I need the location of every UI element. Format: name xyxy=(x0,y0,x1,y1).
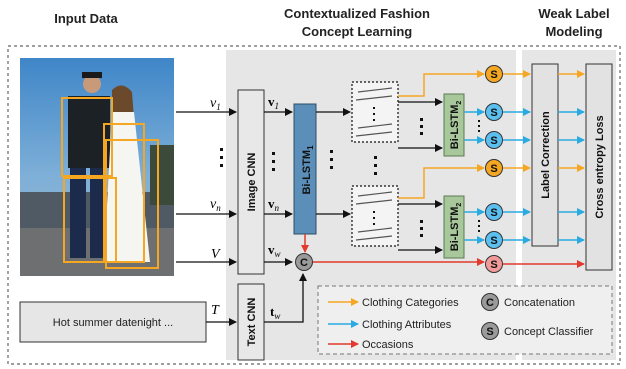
legend-clothing-categories: Clothing Categories xyxy=(362,297,459,309)
classifier-attr-nb: S xyxy=(485,231,503,249)
svg-text:S: S xyxy=(490,259,497,271)
text-cnn-label: Text CNN xyxy=(246,298,258,347)
cross-entropy-label: Cross entropy Loss xyxy=(594,115,606,218)
bilstm2-bottom-label: Bi-LSTM2 xyxy=(449,203,463,252)
input-text-box xyxy=(19,301,207,343)
image-cnn-box xyxy=(237,89,265,275)
feat-vn: vn xyxy=(268,196,280,213)
svg-text:S: S xyxy=(490,107,497,119)
classifier-attr-1b: S xyxy=(485,131,503,149)
ellipsis-features xyxy=(272,152,275,171)
feat-v1: v1 xyxy=(268,94,279,111)
legend-concept-classifier: Concept Classifier xyxy=(504,326,594,338)
outer-frame xyxy=(7,45,621,365)
svg-text:S: S xyxy=(490,69,497,81)
classifier-attr-1a: S xyxy=(485,103,503,121)
feat-tw: tw xyxy=(270,304,280,321)
concatenation-node: C xyxy=(295,253,313,271)
svg-text:S: S xyxy=(490,135,497,147)
classifier-occasion: S xyxy=(485,255,503,273)
bilstm1-label: Bi-LSTM1 xyxy=(301,145,315,195)
ellipsis-lstm2-in xyxy=(420,118,423,237)
svg-text:S: S xyxy=(486,326,493,338)
feature-stack-n xyxy=(351,185,399,247)
var-V: V xyxy=(211,247,221,262)
bilstm2-top-box xyxy=(443,93,465,157)
ellipsis-inputs xyxy=(220,148,223,167)
title-input-data: Input Data xyxy=(54,11,118,26)
title-weak-line2: Modeling xyxy=(545,24,602,39)
legend-concatenation: Concatenation xyxy=(504,297,575,309)
classifier-category-1: S xyxy=(485,65,503,83)
svg-text:S: S xyxy=(490,207,497,219)
ellipsis-lstm-out xyxy=(330,150,333,169)
ellipsis-attr xyxy=(478,120,480,232)
feat-vw: vw xyxy=(268,242,281,259)
title-weak-line1: Weak Label xyxy=(538,6,609,21)
var-vn: vn xyxy=(210,197,221,213)
svg-text:S: S xyxy=(490,235,497,247)
cross-entropy-box xyxy=(585,63,613,271)
ellipsis-stacks xyxy=(374,156,377,175)
label-correction-box xyxy=(531,63,559,247)
bilstm2-bottom-box xyxy=(443,195,465,259)
legend-concat-icon: C xyxy=(481,293,499,311)
path-category-n xyxy=(398,164,485,199)
svg-text:C: C xyxy=(300,257,308,269)
title-concept-line2: Concept Learning xyxy=(302,24,413,39)
input-photo xyxy=(20,58,174,276)
classifier-category-n: S xyxy=(485,159,503,177)
input-text: Hot summer datenight ... xyxy=(53,317,173,329)
svg-text:C: C xyxy=(486,297,494,309)
legend-box xyxy=(317,285,613,355)
legend-classifier-icon: S xyxy=(481,322,499,340)
bilstm2-top-label: Bi-LSTM2 xyxy=(449,101,463,150)
image-cnn-label: Image CNN xyxy=(246,153,258,212)
legend-clothing-attributes: Clothing Attributes xyxy=(362,319,452,331)
arrow-tw-concat xyxy=(264,273,307,323)
var-T: T xyxy=(211,303,220,318)
classifier-attr-na: S xyxy=(485,203,503,221)
legend-occasions: Occasions xyxy=(362,339,414,351)
feature-stack-1 xyxy=(351,81,399,143)
label-correction-label: Label Correction xyxy=(540,111,552,199)
svg-text:S: S xyxy=(490,163,497,175)
path-category-1 xyxy=(398,70,485,97)
var-v1: v1 xyxy=(210,96,221,112)
title-concept-line1: Contextualized Fashion xyxy=(284,6,430,21)
